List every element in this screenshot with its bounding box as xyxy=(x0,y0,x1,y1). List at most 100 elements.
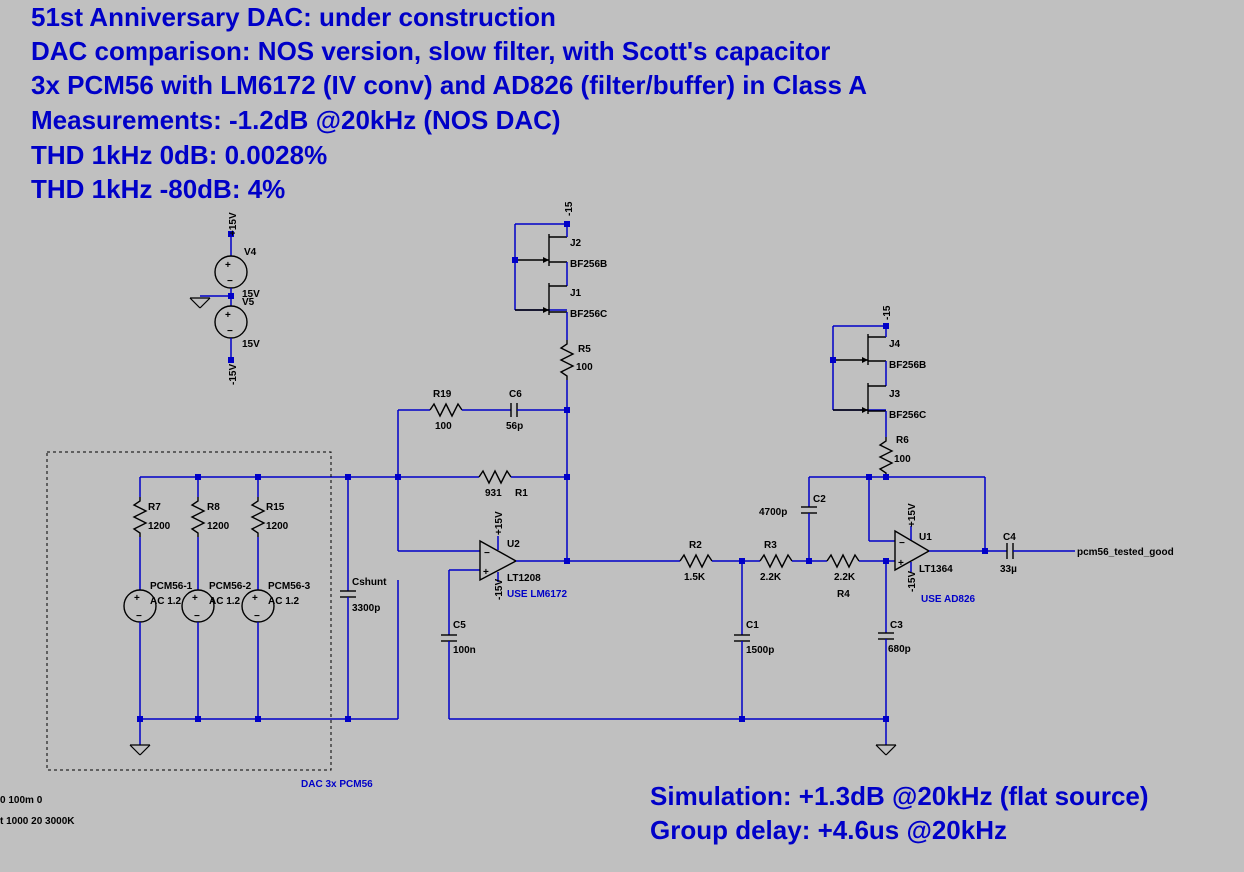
svg-text:−: − xyxy=(227,276,233,287)
j3-model: BF256C xyxy=(889,410,926,421)
c5-value: 100n xyxy=(453,645,476,656)
c2-name: C2 xyxy=(813,494,826,505)
svg-text:+: + xyxy=(898,558,904,569)
r1-name: R1 xyxy=(515,488,528,499)
simulation-line-1: Simulation: +1.3dB @20kHz (flat source) xyxy=(650,781,1149,811)
directive-line-1[interactable]: 0 100m 0 xyxy=(0,795,43,806)
r4-value: 2.2K xyxy=(834,572,856,583)
c5-name: C5 xyxy=(453,620,466,631)
u1-model: LT1364 xyxy=(919,564,953,575)
j1-name: J1 xyxy=(570,288,582,299)
j4-model: BF256B xyxy=(889,360,926,371)
dac-block-outline xyxy=(46,451,332,771)
c1-value: 1500p xyxy=(746,645,774,656)
r5-value: 100 xyxy=(576,362,593,373)
j2-rail-label: -15 xyxy=(564,201,575,216)
svg-text:−: − xyxy=(254,611,260,622)
r7-name: R7 xyxy=(148,502,161,513)
svg-text:−: − xyxy=(194,611,200,622)
r2-value: 1.5K xyxy=(684,572,706,583)
svg-text:−: − xyxy=(484,548,490,559)
v5-name: V5 xyxy=(242,297,255,308)
c6-value: 56p xyxy=(506,421,523,432)
r8-name: R8 xyxy=(207,502,220,513)
output-net-label: pcm56_tested_good xyxy=(1077,547,1174,558)
r19-name: R19 xyxy=(433,389,452,400)
u1-name: U1 xyxy=(919,532,932,543)
c6-name: C6 xyxy=(509,389,522,400)
r3-name: R3 xyxy=(764,540,777,551)
cshunt-name: Cshunt xyxy=(352,577,387,588)
svg-text:+: + xyxy=(134,593,140,604)
title-line-3: 3x PCM56 with LM6172 (IV conv) and AD826… xyxy=(31,70,868,100)
v5-value: 15V xyxy=(242,339,260,350)
c3-name: C3 xyxy=(890,620,903,631)
r15-name: R15 xyxy=(266,502,285,513)
j2-model: BF256B xyxy=(570,259,607,270)
title-line-6: THD 1kHz -80dB: 4% xyxy=(31,174,286,204)
r19-value: 100 xyxy=(435,421,452,432)
r8-value: 1200 xyxy=(207,521,230,532)
svg-text:−: − xyxy=(227,326,233,337)
c4-value: 33µ xyxy=(1000,564,1017,575)
j2-name: J2 xyxy=(570,238,582,249)
r2-name: R2 xyxy=(689,540,702,551)
title-line-5: THD 1kHz 0dB: 0.0028% xyxy=(31,140,328,170)
u1-vminus: -15V xyxy=(907,571,918,592)
j4-name: J4 xyxy=(889,339,901,350)
pcm56-1-name: PCM56-1 xyxy=(150,581,193,592)
r6-name: R6 xyxy=(896,435,909,446)
j3-name: J3 xyxy=(889,389,901,400)
u1-vplus: +15V xyxy=(907,503,918,527)
svg-text:+: + xyxy=(225,310,231,321)
jfet-stack-filter[interactable] xyxy=(809,323,986,551)
u2-name: U2 xyxy=(507,539,520,550)
v4-rail-label: +15V xyxy=(228,212,239,236)
j1-model: BF256C xyxy=(570,309,607,320)
pcm56-3-value: AC 1.2 xyxy=(268,596,300,607)
title-line-4: Measurements: -1.2dB @20kHz (NOS DAC) xyxy=(31,105,561,135)
u1-note: USE AD826 xyxy=(921,594,976,605)
supply-sources[interactable]: + − + − xyxy=(189,231,248,363)
svg-text:+: + xyxy=(225,260,231,271)
opamp-u1[interactable]: − + xyxy=(894,526,1075,572)
c1-name: C1 xyxy=(746,620,759,631)
u2-vminus: -15V xyxy=(494,579,505,600)
c3-value: 680p xyxy=(888,644,911,655)
r5-name: R5 xyxy=(578,344,591,355)
c4-name: C4 xyxy=(1003,532,1016,543)
svg-text:−: − xyxy=(899,538,905,549)
dac-block-label: DAC 3x PCM56 xyxy=(301,779,373,790)
j4-rail-label: -15 xyxy=(882,305,893,320)
c2-value: 4700p xyxy=(759,507,787,518)
title-line-2: DAC comparison: NOS version, slow filter… xyxy=(31,36,831,66)
pcm56-2-value: AC 1.2 xyxy=(209,596,241,607)
title-line-1: 51st Anniversary DAC: under construction xyxy=(31,2,556,32)
pcm56-1-value: AC 1.2 xyxy=(150,596,182,607)
u2-model: LT1208 xyxy=(507,573,541,584)
svg-text:+: + xyxy=(252,593,258,604)
v4-value: 15V xyxy=(242,289,260,300)
dac-sources[interactable]: + − + − + − xyxy=(123,474,399,756)
v5-rail-label: -15V xyxy=(228,364,239,385)
pcm56-2-name: PCM56-2 xyxy=(209,581,252,592)
r15-value: 1200 xyxy=(266,521,289,532)
svg-text:+: + xyxy=(192,593,198,604)
filter-network[interactable] xyxy=(679,477,897,756)
u2-vplus: +15V xyxy=(494,511,505,535)
r3-value: 2.2K xyxy=(760,572,782,583)
pcm56-3-name: PCM56-3 xyxy=(268,581,311,592)
u2-note: USE LM6172 xyxy=(507,589,567,600)
r4-name: R4 xyxy=(837,589,850,600)
opamp-u2[interactable]: − + xyxy=(398,536,886,720)
jfet-stack-iv[interactable] xyxy=(512,221,575,561)
cshunt-value: 3300p xyxy=(352,603,380,614)
directive-line-2[interactable]: t 1000 20 3000K xyxy=(0,816,75,827)
r7-value: 1200 xyxy=(148,521,171,532)
r1-value: 931 xyxy=(485,488,502,499)
v4-name: V4 xyxy=(244,247,257,258)
svg-text:+: + xyxy=(483,567,489,578)
svg-text:−: − xyxy=(136,611,142,622)
simulation-line-2: Group delay: +4.6us @20kHz xyxy=(650,815,1007,845)
